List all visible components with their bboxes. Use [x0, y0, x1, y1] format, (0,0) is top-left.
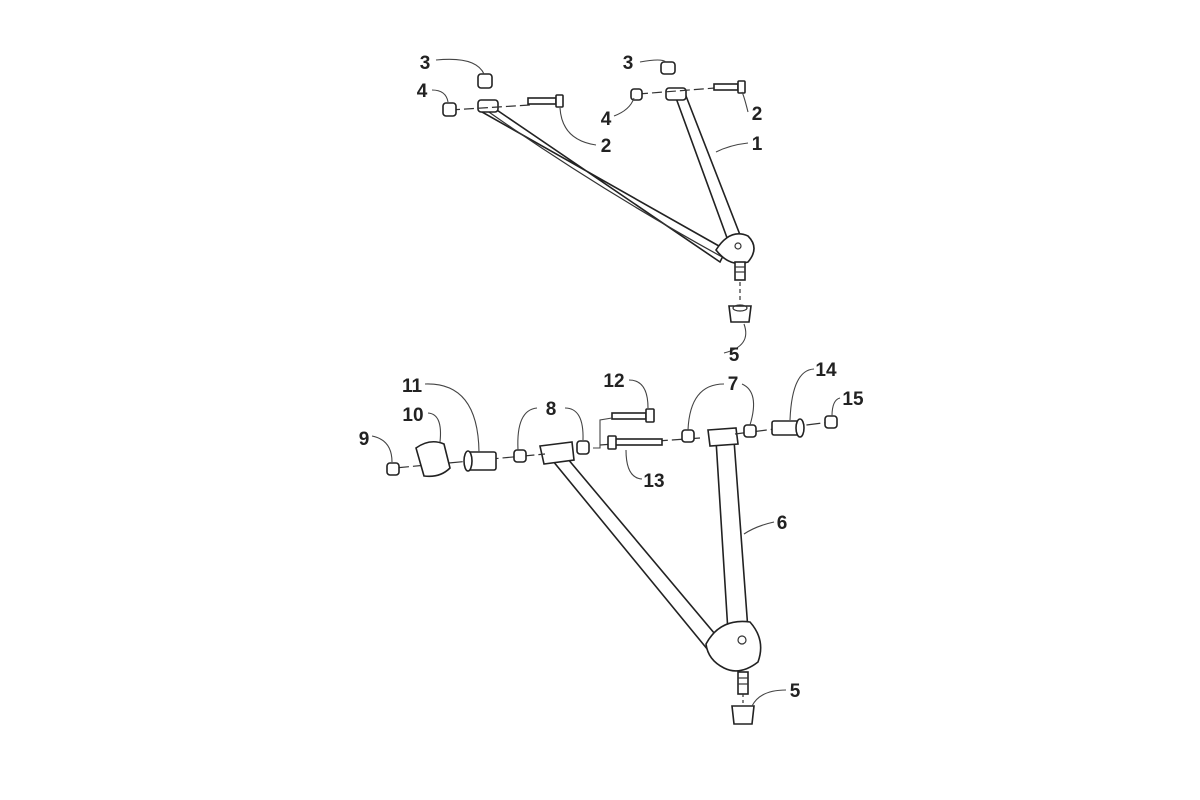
bolt-2-left	[527, 97, 557, 105]
lower-leaders	[371, 368, 841, 707]
callout-7: 7	[728, 374, 739, 395]
callout-3: 3	[623, 53, 634, 74]
bushing-3-left	[477, 73, 493, 89]
bolt-12	[611, 412, 647, 420]
bolt-13	[614, 438, 663, 446]
callout-2: 2	[601, 136, 612, 157]
nut-5-upper	[728, 305, 752, 323]
bushing-7-b	[743, 424, 757, 438]
callout-4: 4	[601, 109, 612, 130]
bolt-2-right	[713, 83, 739, 91]
nut-4-left	[442, 102, 457, 117]
callout-5: 5	[729, 345, 740, 366]
upper-hardware	[442, 61, 752, 323]
nut-15	[824, 415, 838, 429]
callout-2: 2	[752, 104, 763, 125]
callout-12: 12	[603, 371, 624, 392]
nut-4-right	[630, 88, 643, 101]
callout-13: 13	[643, 471, 664, 492]
callout-labels: 3 4 2 3 4 2 1 5 11 10 9 8 12 13 7 14 15 …	[359, 53, 864, 702]
callout-3: 3	[420, 53, 431, 74]
callout-14: 14	[815, 360, 837, 381]
callout-5: 5	[790, 681, 801, 702]
callout-11: 11	[402, 376, 423, 397]
lower-hardware	[386, 408, 838, 478]
bushing-8-b	[576, 440, 590, 455]
callout-6: 6	[777, 513, 788, 534]
callout-1: 1	[752, 134, 763, 155]
bushing-7-a	[681, 429, 695, 443]
bracket-10	[415, 440, 451, 478]
bushing-3-right	[660, 61, 676, 75]
callout-8: 8	[546, 399, 557, 420]
bushing-8-a	[513, 449, 527, 463]
callout-9: 9	[359, 429, 370, 450]
callout-4: 4	[417, 81, 428, 102]
lower-a-arm	[539, 427, 762, 725]
callout-15: 15	[842, 389, 864, 410]
upper-a-arm	[477, 87, 755, 281]
callout-10: 10	[402, 405, 423, 426]
nut-5-lower	[731, 705, 755, 725]
nut-9	[386, 462, 400, 476]
upper-leaders	[431, 58, 749, 354]
